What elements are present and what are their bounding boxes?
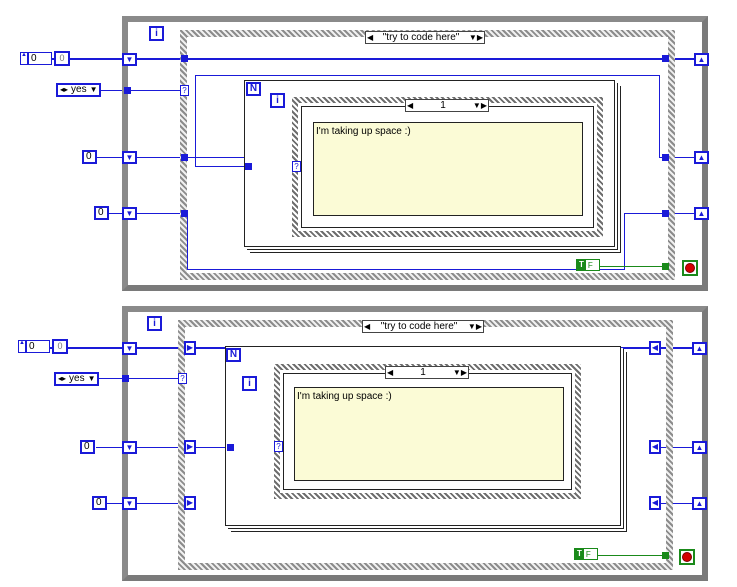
boolean-constant[interactable]: T F (576, 259, 600, 271)
boolean-false-label: F (587, 260, 593, 270)
numeric-array-control[interactable]: ▲▼ 0 0 (18, 339, 68, 354)
shift-register-left-icon[interactable]: ▼ (122, 151, 137, 164)
decrement-arrow-icon[interactable]: ◀ (367, 33, 374, 42)
shift-register-right-icon[interactable]: ▲ (692, 342, 707, 355)
spinner-icon[interactable]: ▲▼ (20, 52, 33, 65)
increment-arrow-icon[interactable]: ▶ (475, 322, 482, 331)
dropdown-arrow-icon[interactable]: ▼ (468, 33, 477, 42)
shift-register-right-icon[interactable]: ▲ (694, 207, 709, 220)
numeric-control-b[interactable]: 0 (94, 206, 109, 220)
case-selector[interactable]: ◀ "try to code here" ▼ ▶ (365, 31, 485, 44)
loop-iteration-icon: i (149, 26, 164, 41)
chevron-down-icon[interactable]: ▼ (87, 374, 96, 383)
loop-iteration-icon: i (147, 316, 162, 331)
tunnel[interactable] (124, 87, 131, 94)
case-selector-terminal[interactable]: ? (178, 373, 187, 384)
shift-register-left-icon[interactable]: ▼ (122, 53, 137, 66)
for-loop-input-tunnel[interactable]: ▶ (184, 496, 196, 510)
shift-register-left-icon[interactable]: ▼ (122, 497, 137, 510)
numeric-control-a[interactable]: 0 (80, 440, 95, 454)
for-loop-output-tunnel[interactable]: ◀ (649, 440, 661, 454)
string-constant[interactable]: I'm taking up space :) (294, 387, 564, 481)
enum-value: yes (69, 373, 85, 384)
increment-arrow-icon[interactable]: ▶ (476, 33, 483, 42)
loop-count-icon: N (226, 348, 241, 362)
tunnel[interactable] (181, 154, 188, 161)
dropdown-arrow-icon[interactable]: ▼ (452, 368, 461, 377)
tunnel[interactable] (662, 154, 669, 161)
condition-tunnel[interactable] (662, 263, 669, 270)
string-constant[interactable]: I'm taking up space :) (313, 122, 583, 216)
shift-register-left-icon[interactable]: ▼ (122, 342, 137, 355)
tunnel[interactable] (662, 210, 669, 217)
enum-arrows-icon[interactable]: ◂▸ (60, 85, 69, 94)
for-loop-output-tunnel[interactable]: ◀ (649, 341, 661, 355)
inner-case-selector[interactable]: ◀ 1 ▼ ▶ (405, 99, 489, 112)
inner-case-selector[interactable]: ◀ 1 ▼ ▶ (385, 366, 469, 379)
numeric-control-a[interactable]: 0 (82, 150, 97, 164)
inner-iteration-icon: i (270, 93, 285, 108)
dropdown-arrow-icon[interactable]: ▼ (472, 101, 481, 110)
for-loop-input-tunnel[interactable]: ▶ (184, 440, 196, 454)
dropdown-arrow-icon[interactable]: ▼ (467, 322, 476, 331)
tunnel[interactable] (181, 55, 188, 62)
tunnel[interactable] (122, 375, 129, 382)
shift-register-left-icon[interactable]: ▼ (122, 207, 137, 220)
increment-arrow-icon[interactable]: ▶ (480, 101, 487, 110)
inner-iteration-icon: i (242, 376, 257, 391)
shift-register-right-icon[interactable]: ▲ (692, 441, 707, 454)
boolean-constant[interactable]: T F (574, 548, 598, 560)
case-selector-label: "try to code here" (382, 32, 460, 43)
spinner-icon[interactable]: ▲▼ (18, 340, 31, 353)
inner-case-selector-label: 1 (440, 100, 446, 111)
for-loop-output-tunnel[interactable]: ◀ (649, 496, 661, 510)
tunnel[interactable] (245, 163, 252, 170)
inner-case-selector-label: 1 (420, 367, 426, 378)
case-selector-terminal[interactable]: ? (180, 85, 189, 96)
chevron-down-icon[interactable]: ▼ (89, 85, 98, 94)
enum-control[interactable]: ◂▸ yes ▼ (56, 83, 101, 97)
array-element-indicator: 0 (54, 51, 70, 66)
tunnel[interactable] (227, 444, 234, 451)
tunnel[interactable] (181, 210, 188, 217)
case-selector[interactable]: ◀ "try to code here" ▼ ▶ (362, 320, 484, 333)
decrement-arrow-icon[interactable]: ◀ (364, 322, 371, 331)
decrement-arrow-icon[interactable]: ◀ (407, 101, 414, 110)
stop-terminal-icon[interactable] (682, 260, 698, 276)
numeric-control-b[interactable]: 0 (92, 496, 107, 510)
for-loop-input-tunnel[interactable]: ▶ (184, 341, 196, 355)
condition-tunnel[interactable] (662, 552, 669, 559)
shift-register-right-icon[interactable]: ▲ (692, 497, 707, 510)
enum-control[interactable]: ◂▸ yes ▼ (54, 372, 99, 386)
shift-register-right-icon[interactable]: ▲ (694, 151, 709, 164)
stop-terminal-icon[interactable] (679, 549, 695, 565)
case-selector-label: "try to code here" (380, 321, 458, 332)
enum-arrows-icon[interactable]: ◂▸ (58, 374, 67, 383)
tunnel[interactable] (662, 55, 669, 62)
shift-register-right-icon[interactable]: ▲ (694, 53, 709, 66)
inner-case-selector-terminal[interactable]: ? (292, 161, 301, 172)
loop-count-icon: N (246, 82, 261, 96)
enum-value: yes (71, 84, 87, 95)
array-index-value[interactable]: 0 (28, 52, 52, 65)
increment-arrow-icon[interactable]: ▶ (460, 368, 467, 377)
numeric-array-control[interactable]: ▲▼ 0 0 (20, 51, 70, 66)
array-element-indicator: 0 (52, 339, 68, 354)
boolean-true-label: T (577, 260, 586, 270)
decrement-arrow-icon[interactable]: ◀ (387, 368, 394, 377)
shift-register-left-icon[interactable]: ▼ (122, 441, 137, 454)
array-index-value[interactable]: 0 (26, 340, 50, 353)
boolean-true-label: T (575, 549, 584, 559)
boolean-false-label: F (585, 549, 591, 559)
inner-case-selector-terminal[interactable]: ? (274, 441, 283, 452)
